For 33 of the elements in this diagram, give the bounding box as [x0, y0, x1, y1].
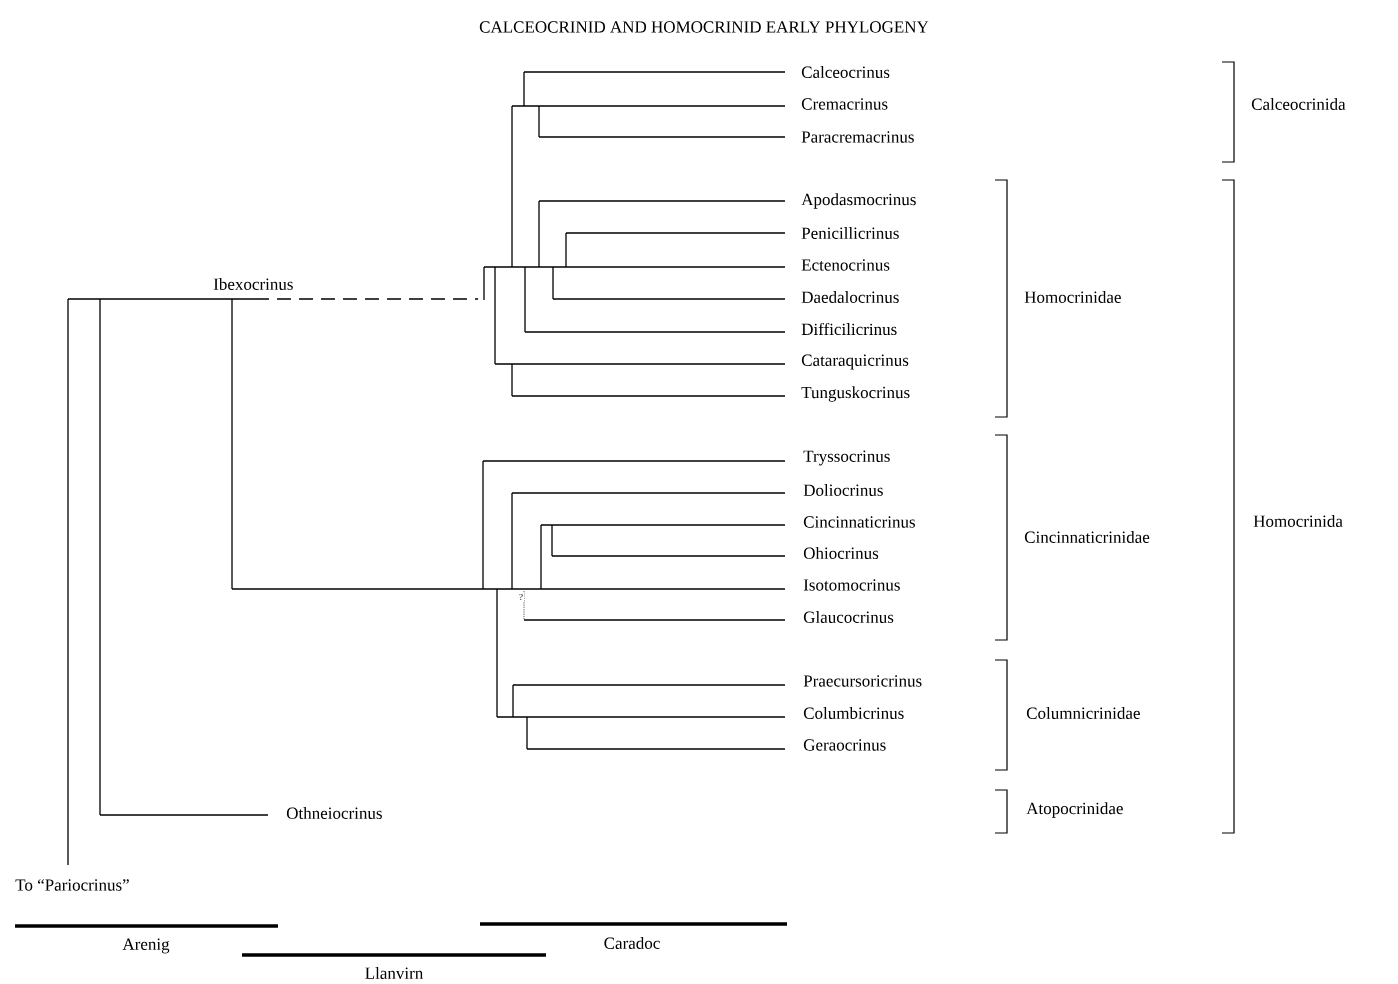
taxon-name: Calceocrinus [801, 66, 890, 78]
taxon-name: Doliocrinus [803, 484, 883, 496]
period-name: Caradoc [602, 936, 662, 950]
taxon-name: Ectenocrinus [801, 259, 890, 271]
taxon-name: Isotomocrinus [803, 579, 900, 591]
taxon-name: Paracremacrinus [801, 131, 914, 143]
taxon-name: Ibexocrinus [213, 278, 293, 290]
group-name: Cincinnaticrinidae [1023, 530, 1151, 544]
taxon-name: Tunguskocrinus [801, 386, 910, 402]
taxon-name: Cataraquicrinus [801, 354, 909, 370]
taxon-name: Geraocrinus [803, 739, 886, 751]
taxon-name: Penicillicrinus [801, 227, 899, 239]
group-name: Columnicrinidae [1025, 706, 1142, 720]
taxon-name: Glaucocrinus [803, 611, 894, 623]
taxon-name: Tryssocrinus [803, 450, 890, 466]
taxon-name: Praecursoricrinus [803, 675, 922, 687]
title: CALCEOCRINID AND HOMOCRINID EARLY PHYLOGENY [479, 21, 929, 33]
taxon-name: To “Pariocrinus” [15, 879, 129, 891]
taxon-name: Cremacrinus [801, 98, 888, 110]
taxon-name: Ohiocrinus [803, 547, 879, 559]
group-name: Atopocrinidae [1025, 801, 1125, 819]
taxon-name: Daedalocrinus [801, 291, 899, 303]
taxon-name: Cincinnaticrinus [803, 516, 915, 528]
question-mark: ? [518, 592, 524, 602]
taxon-name: Columbicrinus [803, 707, 904, 719]
group-name: Calceocrinida [1250, 97, 1347, 111]
group-name: Homocrinida [1252, 514, 1344, 528]
period-name: Arenig [121, 937, 171, 955]
taxon-name: Othneiocrinus [286, 807, 382, 819]
taxon-name: Difficilicrinus [801, 322, 897, 336]
taxon-name: Apodasmocrinus [801, 193, 916, 209]
period-name: Llanvirn [363, 966, 425, 980]
group-name: Homocrinidae [1023, 290, 1123, 304]
